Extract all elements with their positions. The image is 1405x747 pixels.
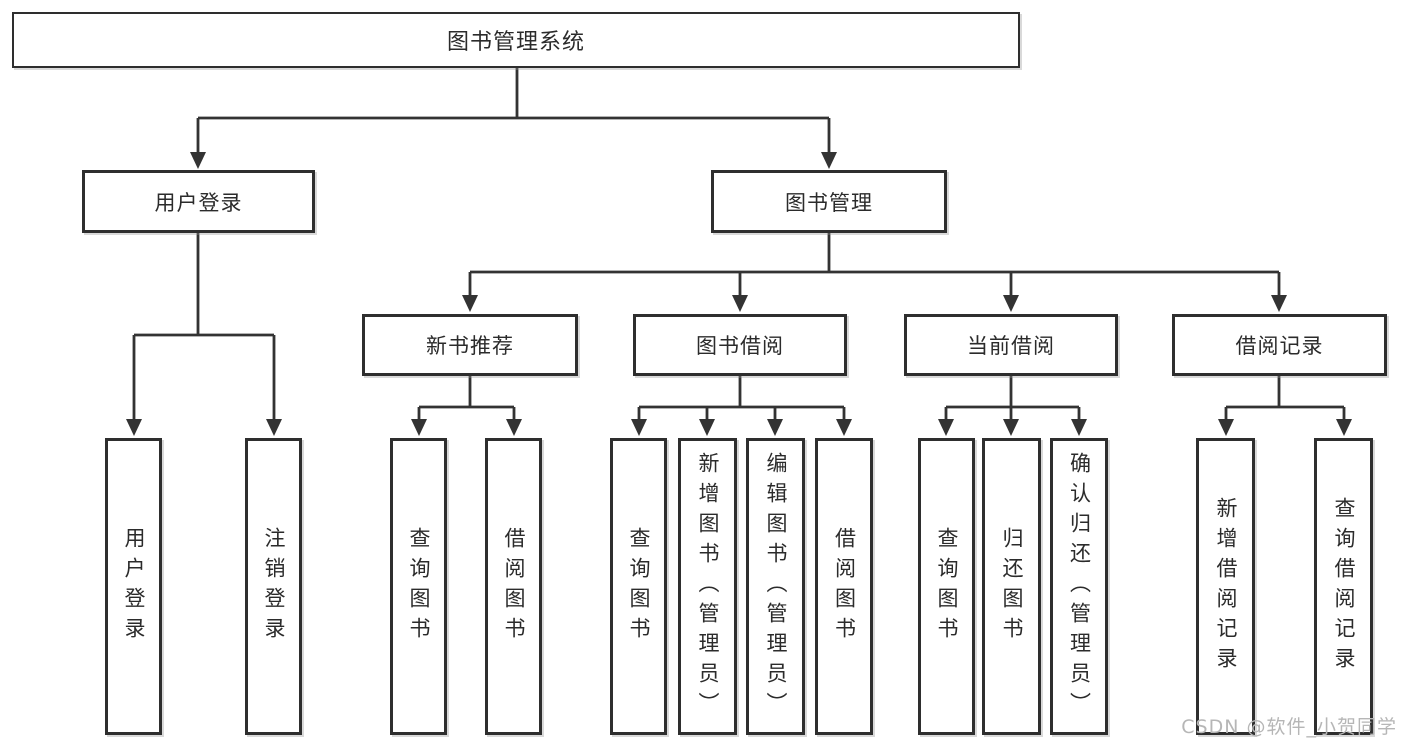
leaf-current-query-books-label: 查询图书 (935, 526, 959, 647)
arrowhead-icon (411, 419, 427, 436)
leaf-current-confirm-return-admin: 确认归还（管理员） (1050, 438, 1108, 735)
node-new-book-recommend: 新书推荐 (362, 314, 578, 376)
connector-current-to-leaves (944, 376, 1081, 420)
leaf-records-query-record: 查询借阅记录 (1314, 438, 1373, 735)
node-book-borrow-label: 图书借阅 (696, 334, 784, 358)
leaf-borrow-add-books-admin-label: 新增图书（管理员） (696, 451, 720, 722)
arrowhead-icon (1071, 419, 1087, 436)
connector-recommend-to-leaves (417, 376, 516, 420)
connector-userlogin-to-leaves (132, 233, 276, 420)
leaf-borrow-borrow-books: 借阅图书 (815, 438, 873, 735)
leaf-borrow-edit-books-admin: 编辑图书（管理员） (746, 438, 805, 735)
leaf-records-query-record-label: 查询借阅记录 (1332, 496, 1356, 677)
node-borrow-records-label: 借阅记录 (1235, 334, 1324, 358)
arrowhead-icon (190, 152, 206, 169)
connector-root-to-level2 (196, 68, 831, 153)
connector-records-to-leaves (1224, 376, 1346, 420)
leaf-recommend-borrow-books-label: 借阅图书 (502, 526, 526, 647)
node-user-login-label: 用户登录 (154, 190, 243, 215)
leaf-borrow-borrow-books-label: 借阅图书 (832, 526, 857, 647)
node-borrow-records: 借阅记录 (1172, 314, 1387, 376)
arrowhead-icon (506, 419, 522, 436)
node-current-borrow-label: 当前借阅 (967, 334, 1055, 358)
arrowhead-icon (767, 419, 783, 436)
arrowhead-icon (266, 419, 282, 436)
connector-borrow-to-leaves (637, 376, 846, 420)
leaf-borrow-query-books: 查询图书 (610, 438, 667, 735)
leaf-current-query-books: 查询图书 (918, 438, 975, 735)
arrowhead-icon (699, 419, 715, 436)
node-book-management-label: 图书管理 (785, 190, 873, 215)
leaf-user-login: 用户登录 (105, 438, 162, 735)
leaf-recommend-query-books-label: 查询图书 (407, 526, 431, 647)
leaf-user-login-label: 用户登录 (122, 526, 146, 647)
arrowhead-icon (938, 419, 954, 436)
leaf-current-return-books: 归还图书 (982, 438, 1041, 735)
arrowhead-icon (1218, 419, 1234, 436)
arrowhead-icon (1271, 295, 1287, 312)
leaf-logout: 注销登录 (245, 438, 302, 735)
leaf-records-add-record: 新增借阅记录 (1196, 438, 1255, 735)
arrowhead-icon (126, 419, 142, 436)
arrowhead-icon (732, 295, 748, 312)
node-root-label: 图书管理系统 (446, 30, 585, 55)
node-new-book-recommend-label: 新书推荐 (426, 334, 514, 358)
leaf-borrow-edit-books-admin-label: 编辑图书（管理员） (764, 451, 788, 722)
node-root: 图书管理系统 (12, 12, 1020, 68)
arrowhead-icon (1003, 419, 1019, 436)
leaf-logout-label: 注销登录 (262, 526, 286, 647)
leaf-current-confirm-return-admin-label: 确认归还（管理员） (1067, 451, 1092, 722)
leaf-current-return-books-label: 归还图书 (1000, 526, 1024, 647)
leaf-borrow-add-books-admin: 新增图书（管理员） (678, 438, 737, 735)
arrowhead-icon (836, 419, 852, 436)
node-current-borrow: 当前借阅 (904, 314, 1118, 376)
arrowhead-icon (462, 295, 478, 312)
csdn-watermark: CSDN @软件_小贺同学 (1181, 716, 1397, 738)
leaf-records-add-record-label: 新增借阅记录 (1214, 496, 1238, 677)
arrowhead-icon (631, 419, 647, 436)
leaf-recommend-borrow-books: 借阅图书 (485, 438, 542, 735)
arrowhead-icon (1336, 419, 1352, 436)
node-user-login: 用户登录 (82, 170, 315, 233)
node-book-management: 图书管理 (711, 170, 947, 233)
arrowhead-icon (821, 152, 837, 169)
leaf-borrow-query-books-label: 查询图书 (627, 526, 651, 647)
arrowhead-icon (1003, 295, 1019, 312)
connector-bookmgmt-to-level3 (468, 233, 1281, 296)
node-book-borrow: 图书借阅 (633, 314, 847, 376)
leaf-recommend-query-books: 查询图书 (390, 438, 447, 735)
